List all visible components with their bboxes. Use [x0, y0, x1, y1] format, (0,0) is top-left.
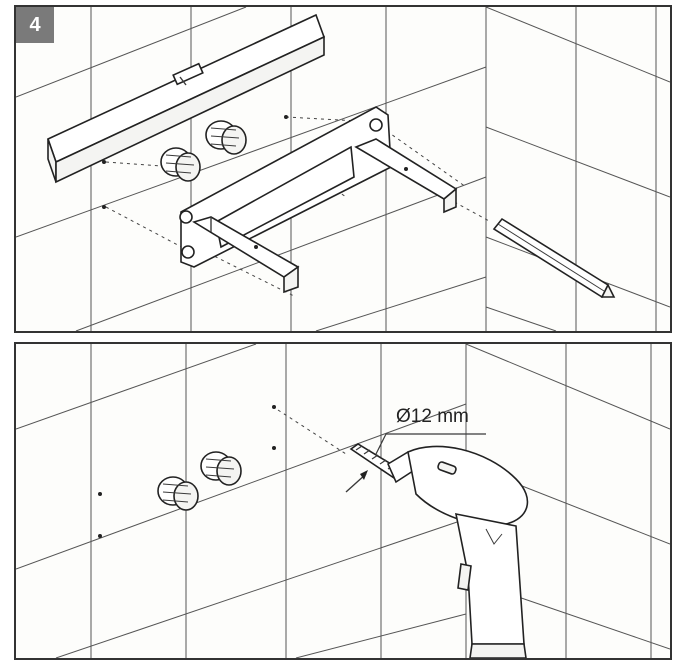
marking-illustration — [16, 7, 670, 331]
drill-icon — [386, 445, 529, 658]
wall-plug-icon — [157, 451, 242, 511]
mounting-bracket-icon — [179, 106, 458, 294]
spirit-level-icon — [47, 13, 326, 184]
drill-diameter-label: Ø12 mm — [396, 406, 469, 427]
drilling-illustration — [16, 344, 670, 658]
step-panel-marking: 4 — [14, 5, 672, 333]
dimension-leader — [345, 433, 486, 493]
step-number-badge: 4 — [16, 7, 54, 43]
pencil-icon — [492, 217, 616, 299]
tile-grid-left-wall — [16, 344, 467, 658]
tile-grid-right-wall — [465, 344, 670, 658]
wall-plug-icon — [160, 120, 247, 182]
marked-hole-dots — [98, 405, 347, 538]
step-panel-drilling: Ø12 mm — [14, 342, 672, 660]
